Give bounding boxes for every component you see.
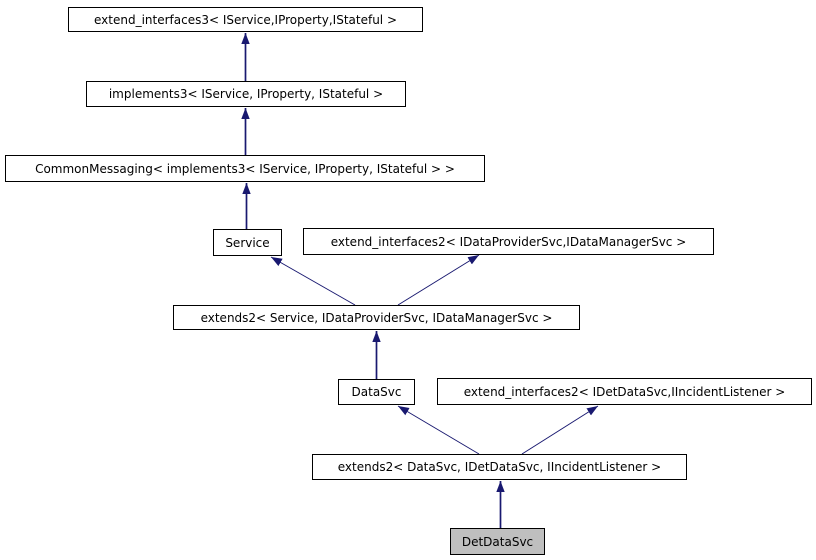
node-common-messaging[interactable]: CommonMessaging< implements3< IService, … bbox=[5, 155, 485, 182]
edge-extends2datasvc-to-extend-interfaces2-det bbox=[521, 405, 599, 455]
node-extend-interfaces3[interactable]: extend_interfaces3< IService,IProperty,I… bbox=[68, 7, 423, 32]
edge-extends2datasvc-to-datasvc bbox=[397, 405, 480, 455]
node-extend-interfaces2-provider[interactable]: extend_interfaces2< IDataProviderSvc,IDa… bbox=[303, 228, 714, 255]
node-extends2-service[interactable]: extends2< Service, IDataProviderSvc, IDa… bbox=[173, 305, 580, 330]
node-datasvc[interactable]: DataSvc bbox=[338, 379, 415, 405]
node-extend-interfaces2-det[interactable]: extend_interfaces2< IDetDataSvc,IInciden… bbox=[437, 378, 812, 405]
node-extends2-datasvc[interactable]: extends2< DataSvc, IDetDataSvc, IInciden… bbox=[312, 454, 687, 480]
edge-extends2service-to-extend-interfaces2-provider bbox=[397, 254, 480, 306]
edge-extends2service-to-service bbox=[270, 256, 356, 306]
node-detdatasvc-current: DetDataSvc bbox=[450, 528, 545, 555]
node-implements3[interactable]: implements3< IService, IProperty, IState… bbox=[86, 81, 406, 107]
node-service[interactable]: Service bbox=[213, 229, 282, 256]
